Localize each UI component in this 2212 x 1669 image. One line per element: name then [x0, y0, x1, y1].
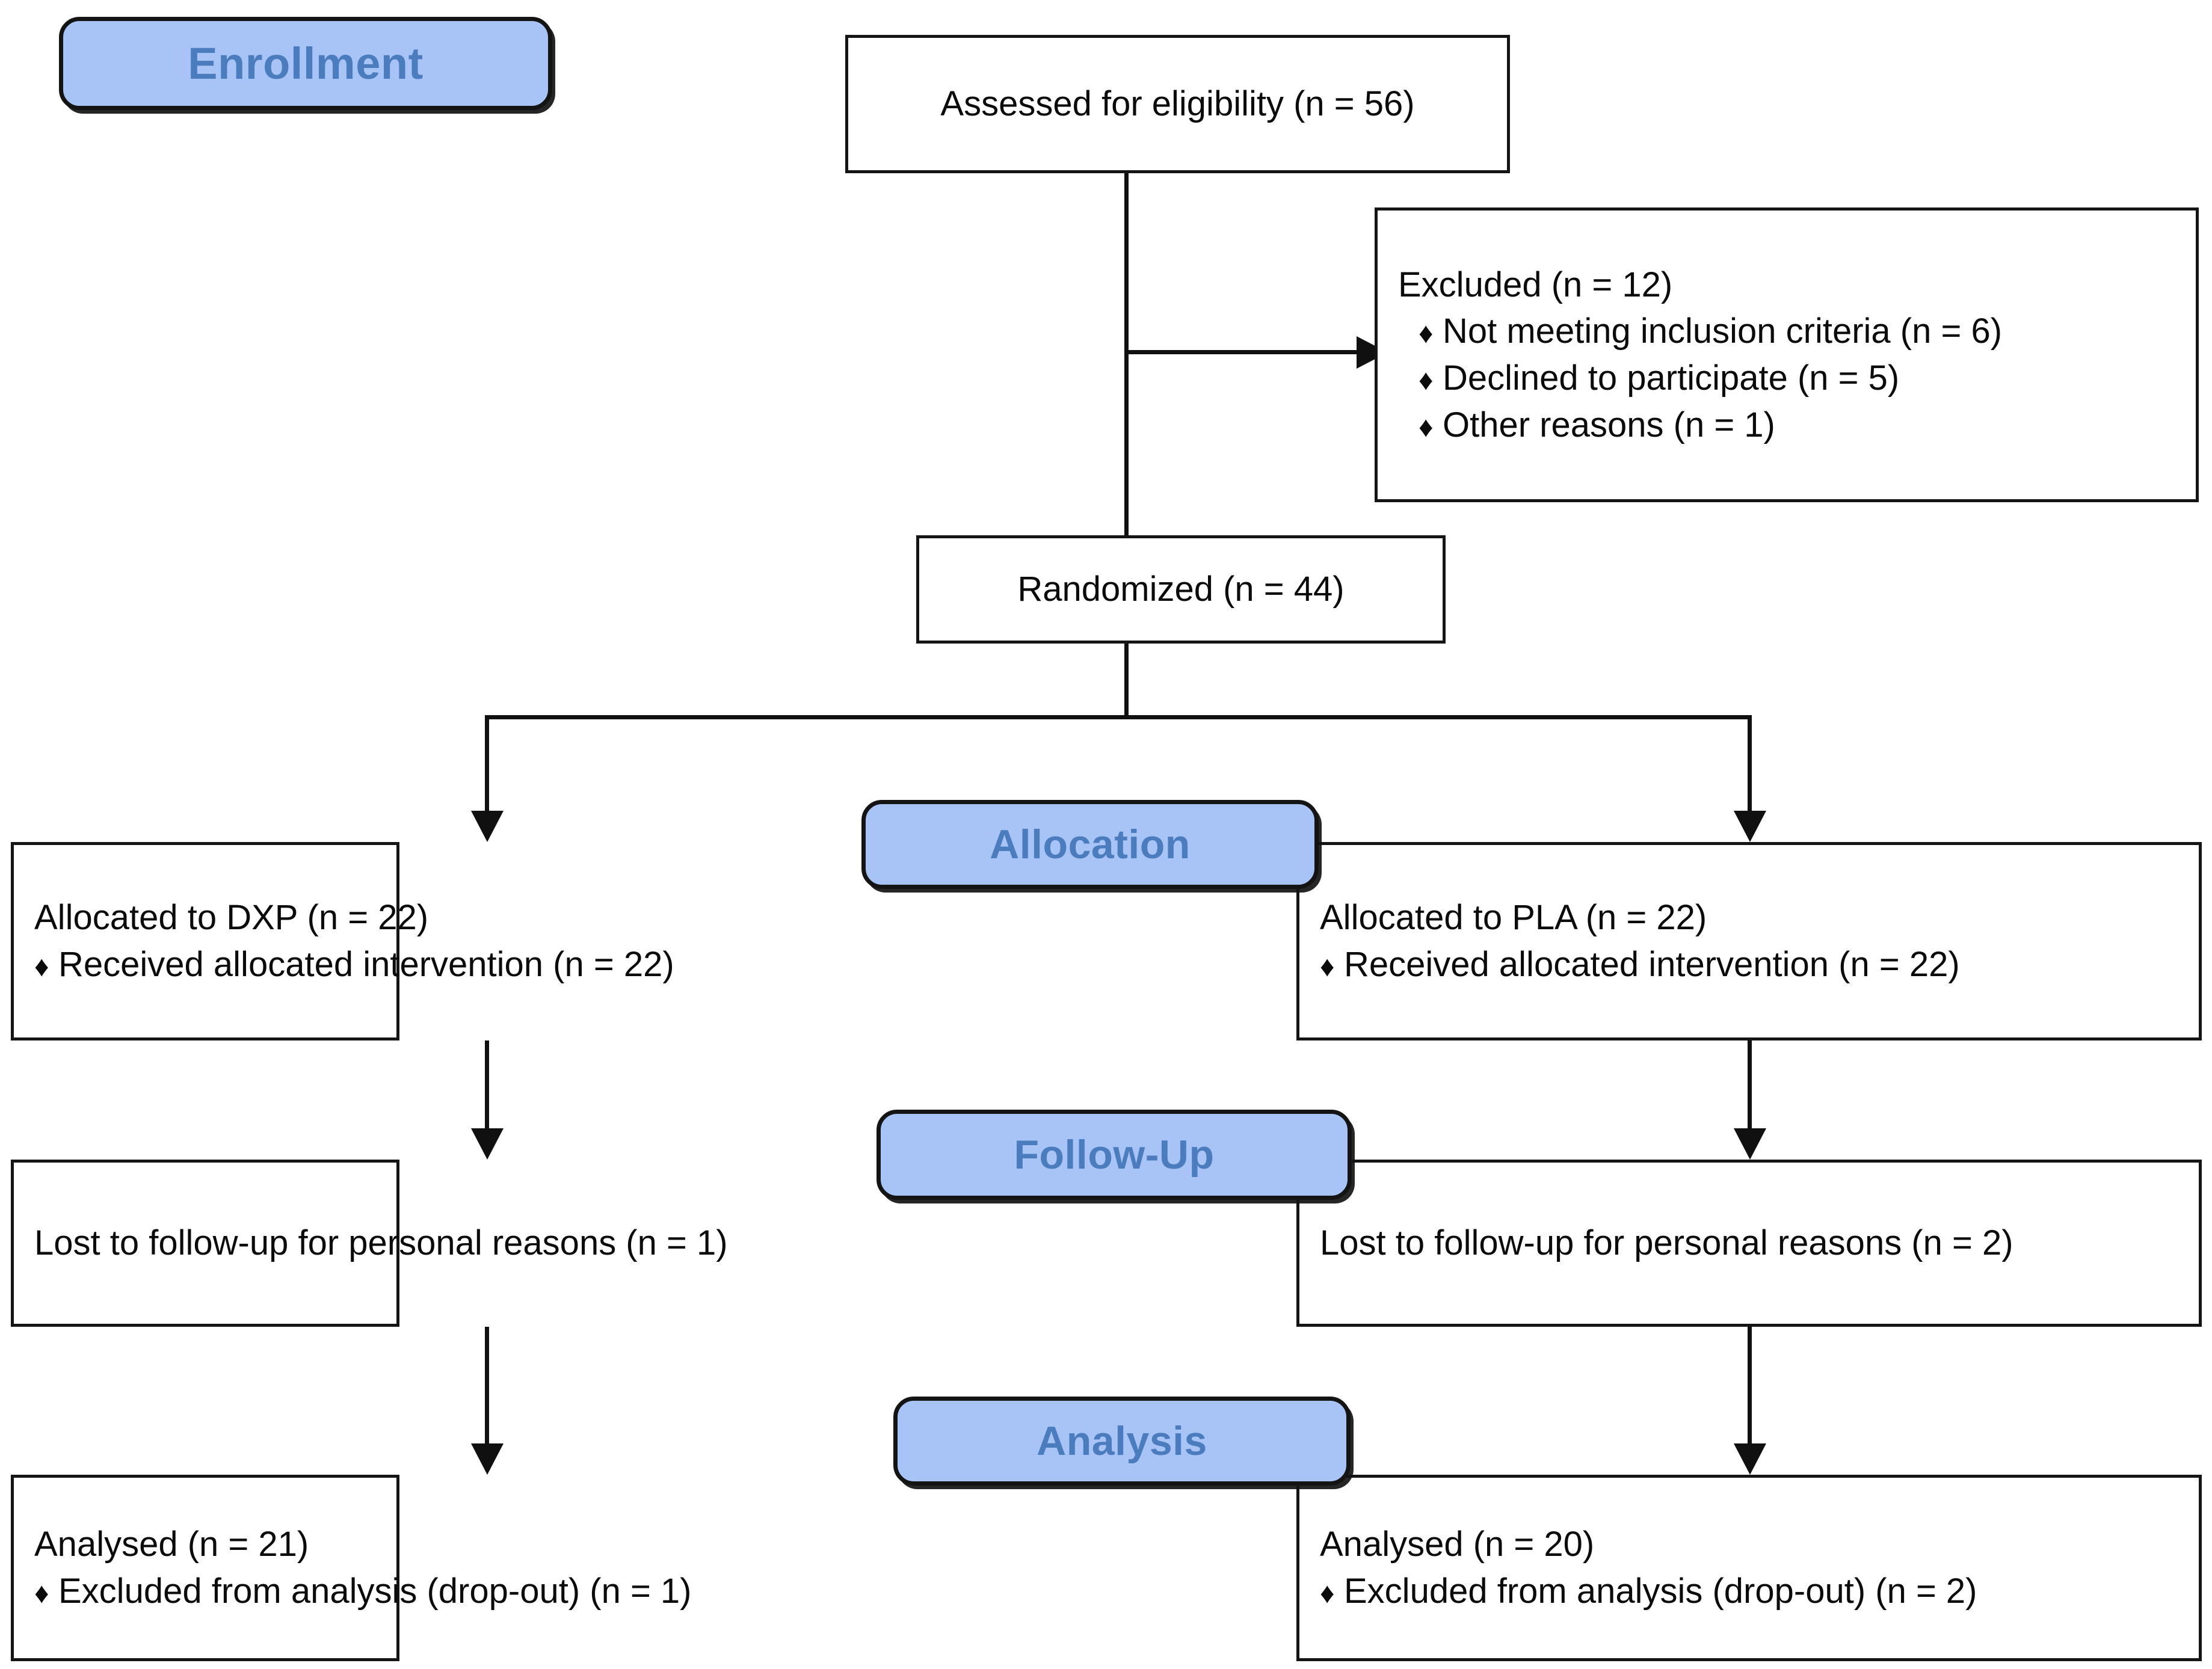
connector-left-alloc-to-followup — [485, 1040, 489, 1131]
diamond-bullet-icon: ♦ — [1419, 364, 1434, 396]
diamond-bullet-icon: ♦ — [1419, 318, 1434, 350]
diamond-bullet-icon: ♦ — [1419, 411, 1434, 443]
stage-badge-analysis: Analysis — [893, 1397, 1351, 1486]
allocation-left-heading: Allocated to DXP (n = 22) — [34, 898, 429, 938]
arrowhead-right-analysis — [1734, 1443, 1766, 1475]
box-randomized: Randomized (n = 44) — [916, 535, 1446, 644]
box-analysis-left: Analysed (n = 21) ♦ Excluded from analysi… — [11, 1475, 692, 1661]
connector-split-left — [485, 715, 489, 813]
allocation-left-detail-text: Received allocated intervention (n = 22) — [58, 945, 674, 984]
box-allocation-left: Allocated to DXP (n = 22) ♦ Received allo… — [11, 842, 674, 1040]
randomized-text: Randomized (n = 44) — [1017, 570, 1345, 609]
stage-badge-enrollment: Enrollment — [59, 17, 552, 110]
allocation-right-detail-item: ♦ Received allocated intervention (n = 22… — [1320, 941, 2178, 988]
excluded-reason-item: ♦ Not meeting inclusion criteria (n = 6) — [1398, 308, 2175, 355]
analysis-right-detail-item: ♦ Excluded from analysis (drop-out) (n = … — [1320, 1568, 2178, 1615]
stage-badge-allocation-label: Allocation — [990, 822, 1191, 867]
assessed-text: Assessed for eligibility (n = 56) — [940, 84, 1415, 124]
excluded-reason-text: Declined to participate (n = 5) — [1443, 358, 1900, 398]
connector-randomized-trunk — [1124, 644, 1129, 717]
connector-right-followup-to-analysis — [1748, 1327, 1752, 1447]
stage-badge-followup-label: Follow-Up — [1014, 1132, 1215, 1178]
box-assessed-for-eligibility: Assessed for eligibility (n = 56) — [845, 35, 1510, 173]
connector-right-alloc-to-followup — [1748, 1040, 1752, 1131]
box-analysis-right: Analysed (n = 20) ♦ Excluded from analysi… — [1296, 1475, 2202, 1661]
excluded-reason-text: Other reasons (n = 1) — [1443, 405, 1775, 444]
analysis-left-heading: Analysed (n = 21) — [34, 1525, 309, 1564]
arrowhead-left-allocation — [471, 811, 504, 842]
stage-badge-allocation: Allocation — [861, 800, 1319, 889]
followup-right-text: Lost to follow-up for personal reasons (… — [1320, 1223, 2013, 1263]
analysis-right-detail-text: Excluded from analysis (drop-out) (n = 2… — [1344, 1572, 1977, 1611]
box-followup-right: Lost to follow-up for personal reasons (… — [1296, 1160, 2202, 1327]
connector-split-right — [1748, 715, 1752, 813]
stage-badge-analysis-label: Analysis — [1037, 1418, 1207, 1464]
allocation-right-detail-text: Received allocated intervention (n = 22) — [1344, 945, 1960, 984]
arrowhead-left-followup — [471, 1128, 504, 1160]
arrowhead-right-allocation — [1734, 811, 1766, 842]
stage-badge-enrollment-label: Enrollment — [188, 38, 424, 88]
arrowhead-left-analysis — [471, 1443, 504, 1475]
connector-left-followup-to-analysis — [485, 1327, 489, 1447]
allocation-left-detail-item: ♦ Received allocated intervention (n = 22… — [34, 941, 674, 988]
connector-assessed-to-randomized — [1124, 173, 1129, 537]
diamond-bullet-icon: ♦ — [34, 951, 49, 983]
diamond-bullet-icon: ♦ — [34, 1578, 49, 1609]
followup-left-text: Lost to follow-up for personal reasons (… — [34, 1223, 728, 1263]
box-followup-left: Lost to follow-up for personal reasons (… — [11, 1160, 728, 1327]
analysis-left-detail-item: ♦ Excluded from analysis (drop-out) (n = … — [34, 1568, 692, 1615]
arrowhead-right-followup — [1734, 1128, 1766, 1160]
excluded-reason-item: ♦ Declined to participate (n = 5) — [1398, 355, 2175, 402]
diamond-bullet-icon: ♦ — [1320, 951, 1335, 983]
box-allocation-right: Allocated to PLA (n = 22) ♦ Received allo… — [1296, 842, 2202, 1040]
excluded-reason-item: ♦ Other reasons (n = 1) — [1398, 402, 2175, 449]
diamond-bullet-icon: ♦ — [1320, 1578, 1335, 1609]
connector-split-bar — [485, 715, 1752, 719]
allocation-right-heading: Allocated to PLA (n = 22) — [1320, 898, 1707, 938]
connector-to-excluded — [1124, 350, 1365, 354]
analysis-right-heading: Analysed (n = 20) — [1320, 1525, 1595, 1564]
stage-badge-followup: Follow-Up — [876, 1110, 1352, 1200]
analysis-left-detail-text: Excluded from analysis (drop-out) (n = 1… — [58, 1572, 692, 1611]
box-excluded: Excluded (n = 12) ♦ Not meeting inclusion… — [1375, 207, 2199, 502]
excluded-reason-text: Not meeting inclusion criteria (n = 6) — [1443, 312, 2003, 351]
excluded-heading: Excluded (n = 12) — [1398, 265, 1673, 304]
